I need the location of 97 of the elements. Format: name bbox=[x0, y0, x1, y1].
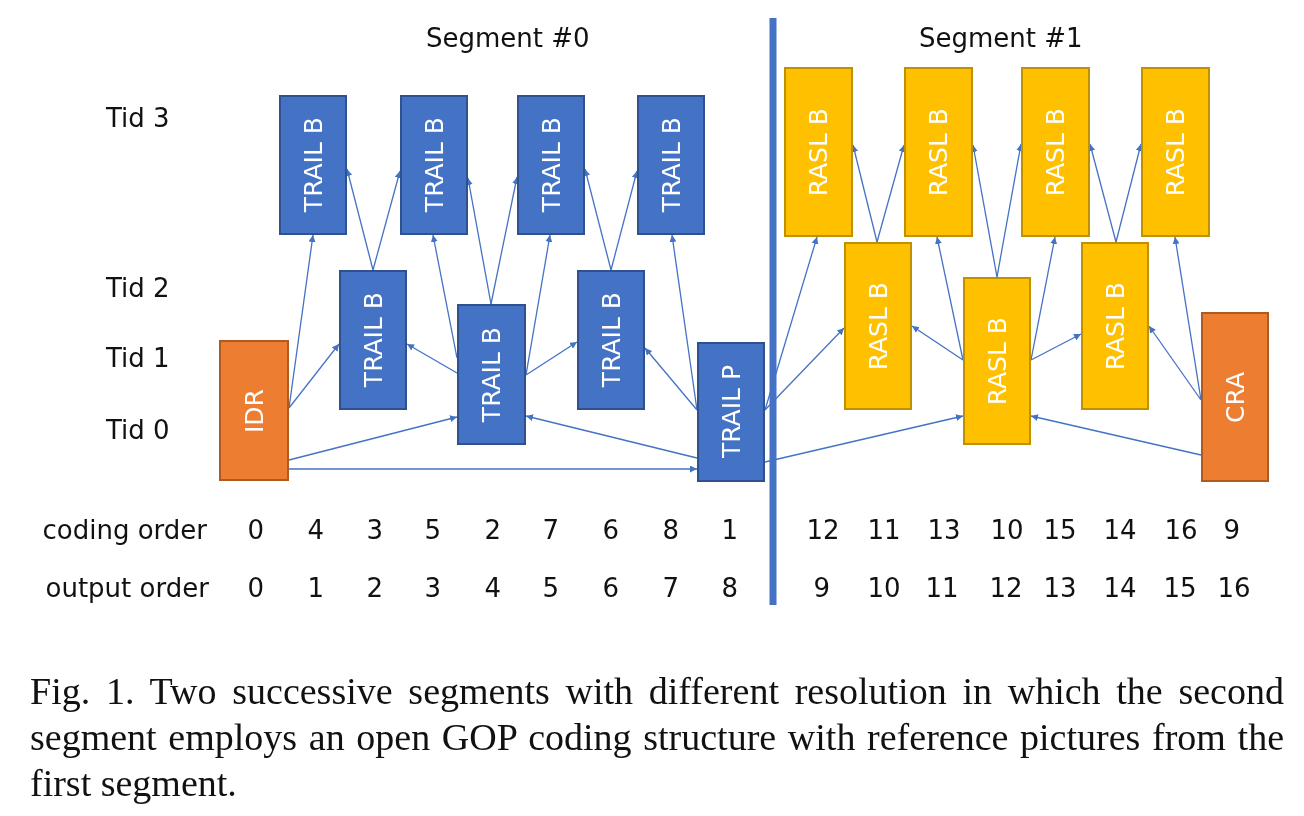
arrow bbox=[288, 415, 458, 461]
row-label: output order bbox=[45, 573, 209, 603]
row-label: coding order bbox=[42, 515, 207, 545]
arrow bbox=[911, 325, 964, 361]
order-number: 12 bbox=[989, 573, 1023, 603]
picture-type-label: RASL B bbox=[1041, 107, 1070, 197]
picture-box bbox=[963, 277, 1031, 445]
segment-heading: Segment #0 bbox=[426, 23, 590, 53]
order-number: 11 bbox=[867, 515, 901, 545]
order-number: 13 bbox=[1043, 573, 1077, 603]
arrow bbox=[610, 170, 639, 271]
order-number: 1 bbox=[721, 515, 739, 545]
arrow bbox=[1030, 333, 1082, 361]
order-number: 5 bbox=[424, 515, 442, 545]
picture-type-label: RASL B bbox=[924, 107, 953, 197]
picture-box bbox=[784, 67, 853, 237]
arrow bbox=[372, 170, 402, 271]
picture-type-label: TRAIL P bbox=[716, 365, 746, 459]
picture-box bbox=[517, 95, 585, 235]
order-number: 7 bbox=[662, 573, 680, 603]
picture-box bbox=[1201, 312, 1269, 482]
arrow bbox=[764, 414, 964, 463]
order-number: 15 bbox=[1163, 573, 1197, 603]
picture-box bbox=[577, 270, 645, 410]
order-number: 16 bbox=[1164, 515, 1198, 545]
order-number: 6 bbox=[602, 573, 620, 603]
order-number: 10 bbox=[990, 515, 1024, 545]
order-number: 11 bbox=[925, 573, 959, 603]
arrow bbox=[525, 414, 698, 459]
picture-box bbox=[844, 242, 912, 410]
picture-type-label: RASL B bbox=[982, 316, 1012, 406]
picture-box bbox=[904, 67, 973, 237]
picture-box bbox=[219, 340, 289, 481]
order-number: 0 bbox=[247, 573, 265, 603]
order-number: 1 bbox=[307, 573, 325, 603]
picture-type-label: IDR bbox=[239, 388, 269, 433]
arrow bbox=[525, 341, 578, 376]
arrow bbox=[935, 236, 964, 361]
tid-label: Tid 0 bbox=[106, 415, 170, 445]
picture-type-label: RASL B bbox=[1100, 281, 1130, 371]
order-number: 6 bbox=[602, 515, 620, 545]
arrow bbox=[764, 327, 845, 411]
picture-box bbox=[637, 95, 705, 235]
arrow bbox=[406, 343, 458, 374]
picture-box bbox=[697, 342, 765, 482]
order-number: 2 bbox=[484, 515, 502, 545]
order-number: 15 bbox=[1043, 515, 1077, 545]
picture-box bbox=[457, 304, 526, 445]
order-number: 8 bbox=[662, 515, 680, 545]
arrow bbox=[1030, 414, 1202, 456]
picture-type-label: TRAIL B bbox=[298, 117, 328, 213]
order-number: 14 bbox=[1103, 515, 1137, 545]
tid-label: Tid 1 bbox=[106, 343, 170, 373]
order-number: 9 bbox=[813, 573, 831, 603]
arrow bbox=[288, 465, 698, 473]
arrow bbox=[430, 234, 458, 359]
arrow bbox=[490, 176, 519, 305]
order-number: 14 bbox=[1103, 573, 1137, 603]
order-number: 0 bbox=[247, 515, 265, 545]
order-number: 2 bbox=[366, 573, 384, 603]
order-number: 5 bbox=[542, 573, 560, 603]
picture-type-label: TRAIL B bbox=[419, 117, 449, 213]
picture-type-label: RASL B bbox=[1161, 107, 1190, 197]
picture-type-label: TRAIL B bbox=[358, 292, 388, 388]
picture-type-label: TRAIL B bbox=[477, 326, 506, 423]
order-number: 16 bbox=[1217, 573, 1251, 603]
arrow bbox=[644, 347, 698, 411]
picture-type-label: RASL B bbox=[863, 281, 893, 371]
order-number: 3 bbox=[424, 573, 442, 603]
picture-box bbox=[1081, 242, 1149, 410]
picture-box bbox=[279, 95, 347, 235]
arrow bbox=[288, 343, 340, 409]
order-number: 10 bbox=[867, 573, 901, 603]
tid-label: Tid 3 bbox=[106, 103, 170, 133]
picture-type-label: TRAIL B bbox=[656, 117, 686, 213]
figure-caption: Fig. 1. Two successive segments with different resolution in which the second segment employs an open GOP coding structure with reference pictures from the first segment. bbox=[30, 669, 1284, 806]
picture-type-label: RASL B bbox=[804, 107, 833, 197]
tid-label: Tid 2 bbox=[106, 273, 170, 303]
arrow bbox=[1148, 325, 1202, 401]
order-number: 13 bbox=[927, 515, 961, 545]
order-number: 7 bbox=[542, 515, 560, 545]
picture-box bbox=[400, 95, 468, 235]
order-number: 3 bbox=[366, 515, 384, 545]
arrow bbox=[876, 144, 906, 243]
arrow bbox=[1115, 143, 1143, 243]
order-number: 12 bbox=[806, 515, 840, 545]
picture-type-label: CRA bbox=[1220, 371, 1250, 423]
order-number: 4 bbox=[307, 515, 325, 545]
picture-box bbox=[339, 270, 407, 410]
picture-box bbox=[1021, 67, 1090, 237]
order-number: 8 bbox=[721, 573, 739, 603]
picture-box bbox=[1141, 67, 1210, 237]
order-number: 4 bbox=[484, 573, 502, 603]
segment-heading: Segment #1 bbox=[919, 23, 1083, 53]
order-number: 9 bbox=[1223, 515, 1241, 545]
picture-type-label: TRAIL B bbox=[536, 117, 566, 213]
picture-type-label: TRAIL B bbox=[596, 292, 626, 388]
